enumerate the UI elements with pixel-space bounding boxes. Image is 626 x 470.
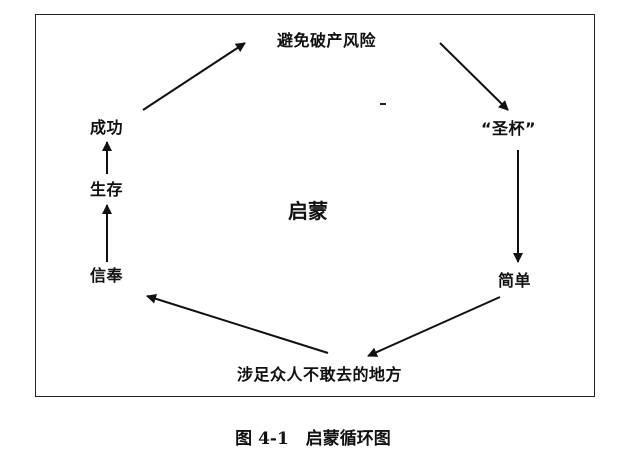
arrow-simple-to-venture [367,296,501,357]
arrow-success-to-avoid-risk [142,42,246,111]
node-holy-grail: “圣杯” [481,119,537,138]
diagram-frame [35,14,595,397]
arrow-venture-to-belief [146,293,329,354]
figure-caption: 图 4-1 启蒙循环图 [235,429,391,449]
node-simple: 简单 [498,271,532,290]
node-venture-where-others-dare-not: 涉足众人不敢去的地方 [237,365,403,384]
node-avoid-bankruptcy-risk: 避免破产风险 [277,31,377,50]
node-success: 成功 [90,118,124,137]
arrow-avoid-risk-to-holy-grail [439,42,509,111]
node-survival: 生存 [90,180,124,199]
center-label-enlightenment: 启蒙 [288,199,328,223]
stray-mark [380,103,386,105]
node-belief: 信奉 [90,266,124,285]
